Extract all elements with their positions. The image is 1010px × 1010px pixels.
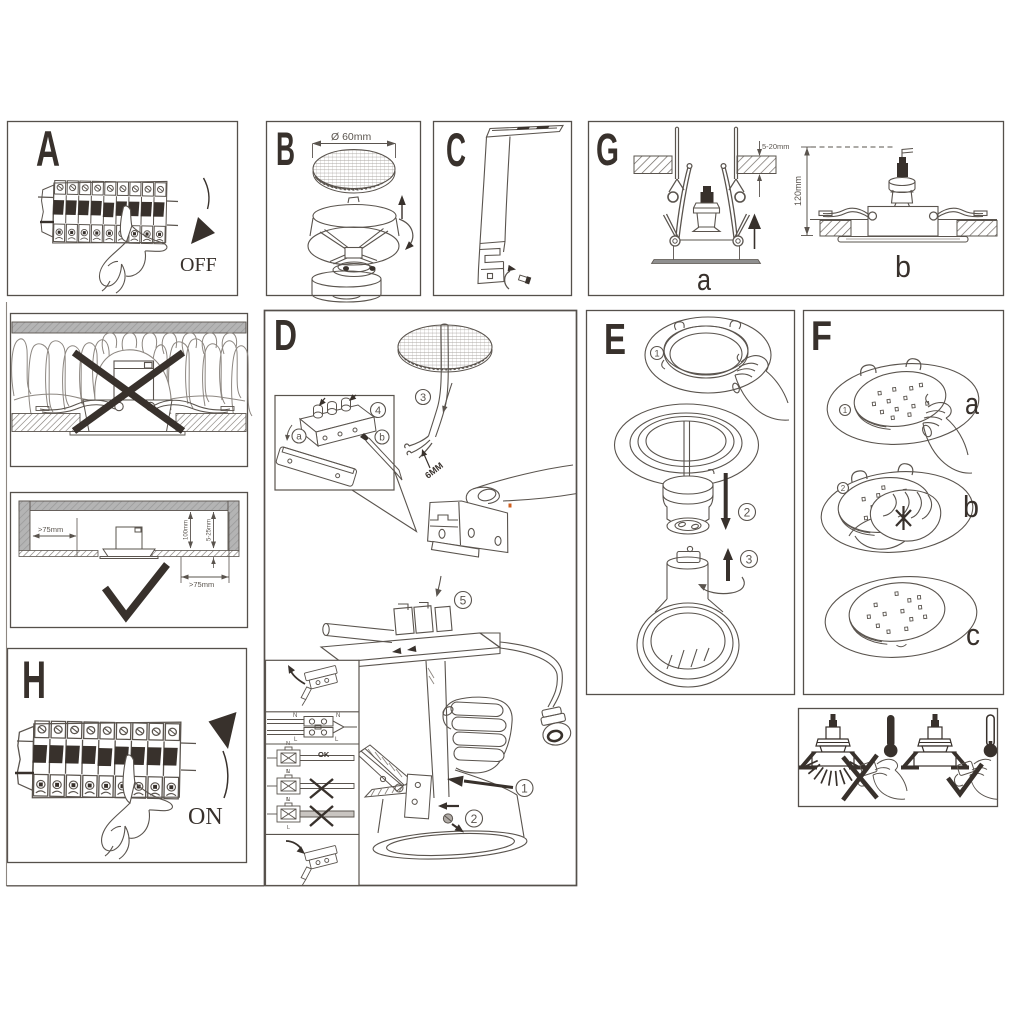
svg-text:2: 2 — [471, 812, 478, 826]
svg-text:OK: OK — [318, 750, 330, 759]
svg-text:B: B — [276, 122, 295, 175]
svg-text:5-25mm: 5-25mm — [207, 519, 213, 541]
svg-text:b: b — [963, 489, 979, 524]
svg-text:N: N — [336, 713, 340, 719]
svg-text:N: N — [286, 741, 290, 747]
svg-text:120mm: 120mm — [793, 176, 803, 206]
svg-text:L: L — [294, 737, 298, 743]
svg-text:N: N — [293, 713, 297, 719]
svg-text:4: 4 — [375, 405, 381, 417]
svg-text:>75mm: >75mm — [38, 525, 63, 534]
svg-text:N: N — [286, 769, 290, 775]
svg-text:A: A — [36, 121, 60, 177]
svg-text:5: 5 — [460, 593, 467, 607]
svg-text:c: c — [966, 617, 980, 652]
svg-text:1: 1 — [843, 406, 848, 415]
svg-text:a: a — [296, 432, 302, 443]
svg-text:D: D — [274, 311, 297, 360]
svg-text:100mm: 100mm — [184, 520, 190, 540]
svg-text:a: a — [697, 262, 712, 297]
svg-text:1: 1 — [521, 781, 528, 795]
svg-text:2: 2 — [744, 505, 751, 519]
svg-text:N: N — [286, 797, 290, 803]
svg-text:H: H — [22, 651, 46, 710]
svg-text:F: F — [811, 312, 832, 359]
svg-text:E: E — [604, 315, 626, 364]
svg-text:L: L — [287, 769, 290, 775]
svg-text:6MM: 6MM — [423, 460, 445, 480]
svg-text:b: b — [895, 249, 911, 284]
svg-text:3: 3 — [746, 552, 753, 566]
svg-text:>75mm: >75mm — [189, 580, 214, 589]
svg-text:L: L — [335, 737, 339, 743]
svg-text:ON: ON — [188, 804, 223, 830]
svg-text:1: 1 — [654, 348, 659, 359]
svg-text:G: G — [596, 124, 619, 175]
svg-text:L: L — [287, 825, 290, 831]
svg-text:a: a — [965, 386, 980, 421]
svg-text:OFF: OFF — [180, 254, 217, 276]
svg-text:b: b — [379, 433, 385, 444]
svg-text:5-20mm: 5-20mm — [762, 142, 790, 151]
svg-text:3: 3 — [420, 392, 426, 404]
svg-text:Ø 60mm: Ø 60mm — [331, 131, 372, 143]
svg-text:C: C — [446, 123, 466, 176]
svg-text:2: 2 — [841, 484, 846, 493]
svg-text:L: L — [287, 797, 290, 803]
